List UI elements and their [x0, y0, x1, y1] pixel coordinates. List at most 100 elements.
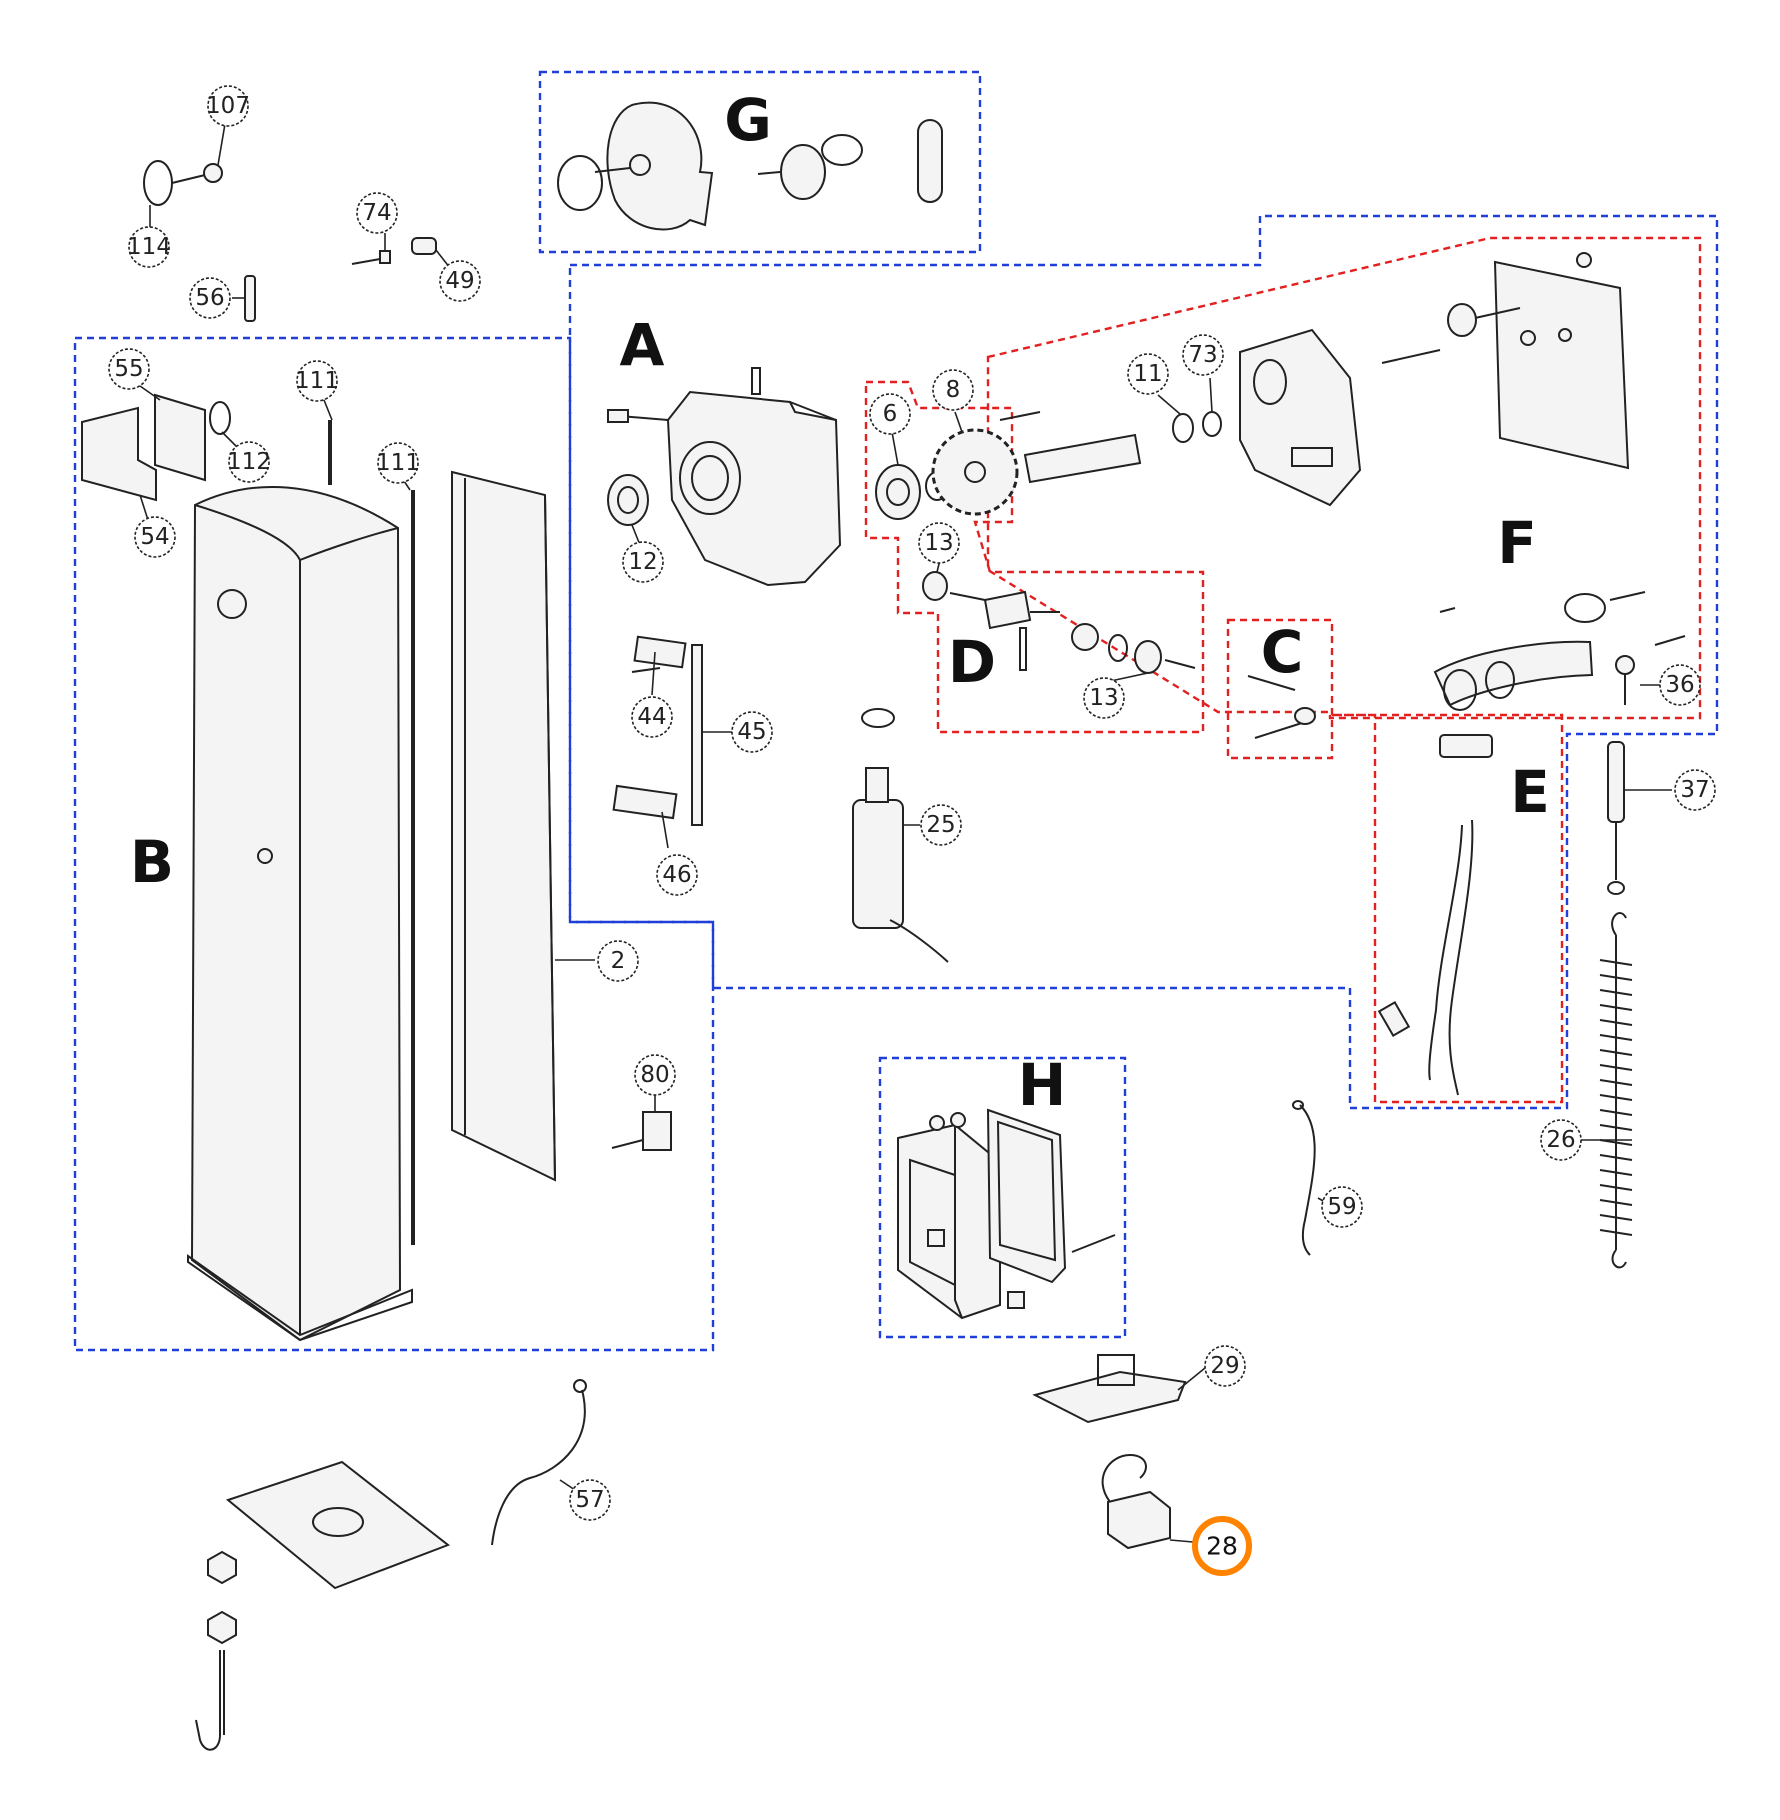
gear-8 [931, 428, 1019, 516]
part-107-screw [203, 163, 223, 183]
callout-25: 25 [920, 804, 962, 846]
group-g-parts [557, 101, 943, 231]
group-letter-a: A [620, 311, 665, 379]
svg-text:46: 46 [662, 862, 691, 888]
small-parts-top-left [143, 123, 451, 322]
door-panel [451, 470, 557, 1182]
group-g-outline [538, 70, 982, 254]
callout-46: 46 [656, 854, 698, 896]
svg-text:111: 111 [376, 450, 420, 476]
part-g-handle [917, 119, 943, 203]
svg-text:29: 29 [1210, 1353, 1239, 1379]
svg-text:112: 112 [227, 449, 271, 475]
callout-13-a: 13 [918, 522, 960, 564]
callout-80: 80 [634, 1054, 676, 1096]
wire-59 [1299, 1104, 1316, 1256]
gearbox-cover [1239, 328, 1362, 507]
svg-text:54: 54 [140, 524, 169, 550]
base-parts [195, 1379, 587, 1751]
callout-59: 59 [1321, 1186, 1363, 1228]
callout-2: 2 [597, 940, 639, 982]
callout-44: 44 [631, 696, 673, 738]
part-56-pin [244, 275, 256, 322]
spring-coils [1599, 959, 1633, 1236]
callout-29: 29 [1204, 1345, 1246, 1387]
seal-12 [607, 474, 649, 526]
control-board-29 [1032, 1370, 1187, 1424]
callout-13-b: 13 [1083, 677, 1125, 719]
svg-text:57: 57 [575, 1487, 604, 1513]
svg-text:59: 59 [1327, 1194, 1356, 1220]
output-shaft [1023, 433, 1142, 484]
svg-text:37: 37 [1680, 777, 1709, 803]
svg-text:45: 45 [737, 719, 766, 745]
part-g-cover [606, 101, 714, 231]
group-b-outline [73, 336, 715, 1352]
group-f-outline [986, 236, 1702, 720]
group-outlines [73, 70, 1719, 1352]
part-114-cap [143, 160, 173, 206]
svg-text:12: 12 [628, 549, 657, 575]
svg-text:114: 114 [127, 234, 171, 260]
group-letter-g: G [724, 86, 772, 154]
part-49-bushing [411, 237, 437, 255]
group-letter-f: F [1497, 509, 1537, 577]
callout-54: 54 [134, 516, 176, 558]
group-e-outline [1332, 713, 1564, 1104]
group-c-outline [1226, 618, 1334, 760]
control-box [897, 1123, 1001, 1320]
callout-55: 55 [108, 348, 150, 390]
group-h-parts [897, 1108, 1116, 1320]
part-callouts: 107 114 74 49 56 55 112 54 111 111 12 6 … [108, 85, 1716, 1576]
mounting-plate [1493, 260, 1630, 470]
limit-switch [1439, 734, 1493, 758]
group-letter-c: C [1261, 618, 1304, 686]
svg-text:55: 55 [114, 356, 143, 382]
group-letter-h: H [1018, 1051, 1067, 1119]
svg-text:25: 25 [926, 812, 955, 838]
callout-45: 45 [731, 711, 773, 753]
cabinet-body [190, 486, 402, 1342]
callout-36: 36 [1659, 664, 1701, 706]
callout-74: 74 [356, 192, 398, 234]
part-g-badge [780, 144, 826, 200]
callout-12: 12 [622, 541, 664, 583]
callout-28-highlighted[interactable]: 28 [1192, 1516, 1252, 1576]
group-letter-b: B [130, 828, 174, 896]
callout-6: 6 [869, 393, 911, 435]
highlight-ring [1192, 1516, 1252, 1576]
group-a-parts [607, 252, 1686, 1269]
bearing-6 [875, 464, 921, 520]
callout-73: 73 [1182, 334, 1224, 376]
group-d-outline [864, 380, 1205, 734]
svg-text:111: 111 [295, 368, 339, 394]
anchor-bolt [195, 1650, 221, 1751]
ground-wire-57 [491, 1389, 586, 1546]
callout-57: 57 [569, 1479, 611, 1521]
callout-49: 49 [439, 260, 481, 302]
bottom-right-parts [1032, 1100, 1331, 1550]
worm-gear [983, 590, 1032, 630]
callout-111-b: 111 [376, 442, 420, 484]
callout-111-a: 111 [295, 360, 339, 402]
svg-text:73: 73 [1188, 342, 1217, 368]
base-plate [225, 1460, 451, 1590]
group-letter-e: E [1510, 758, 1550, 826]
svg-text:13: 13 [924, 530, 953, 556]
svg-text:56: 56 [195, 285, 224, 311]
svg-text:49: 49 [445, 268, 474, 294]
callout-8: 8 [932, 369, 974, 411]
svg-text:107: 107 [206, 93, 250, 119]
gearbox-housing [666, 390, 842, 587]
group-b-parts [81, 385, 672, 1342]
switch-wires [1448, 819, 1474, 1096]
svg-text:44: 44 [637, 704, 666, 730]
svg-text:2: 2 [611, 948, 626, 974]
part-74-clip [379, 250, 391, 264]
svg-text:26: 26 [1546, 1127, 1575, 1153]
svg-text:6: 6 [883, 401, 898, 427]
control-box-lid [986, 1108, 1067, 1284]
svg-text:36: 36 [1665, 672, 1694, 698]
callout-26: 26 [1540, 1119, 1582, 1161]
